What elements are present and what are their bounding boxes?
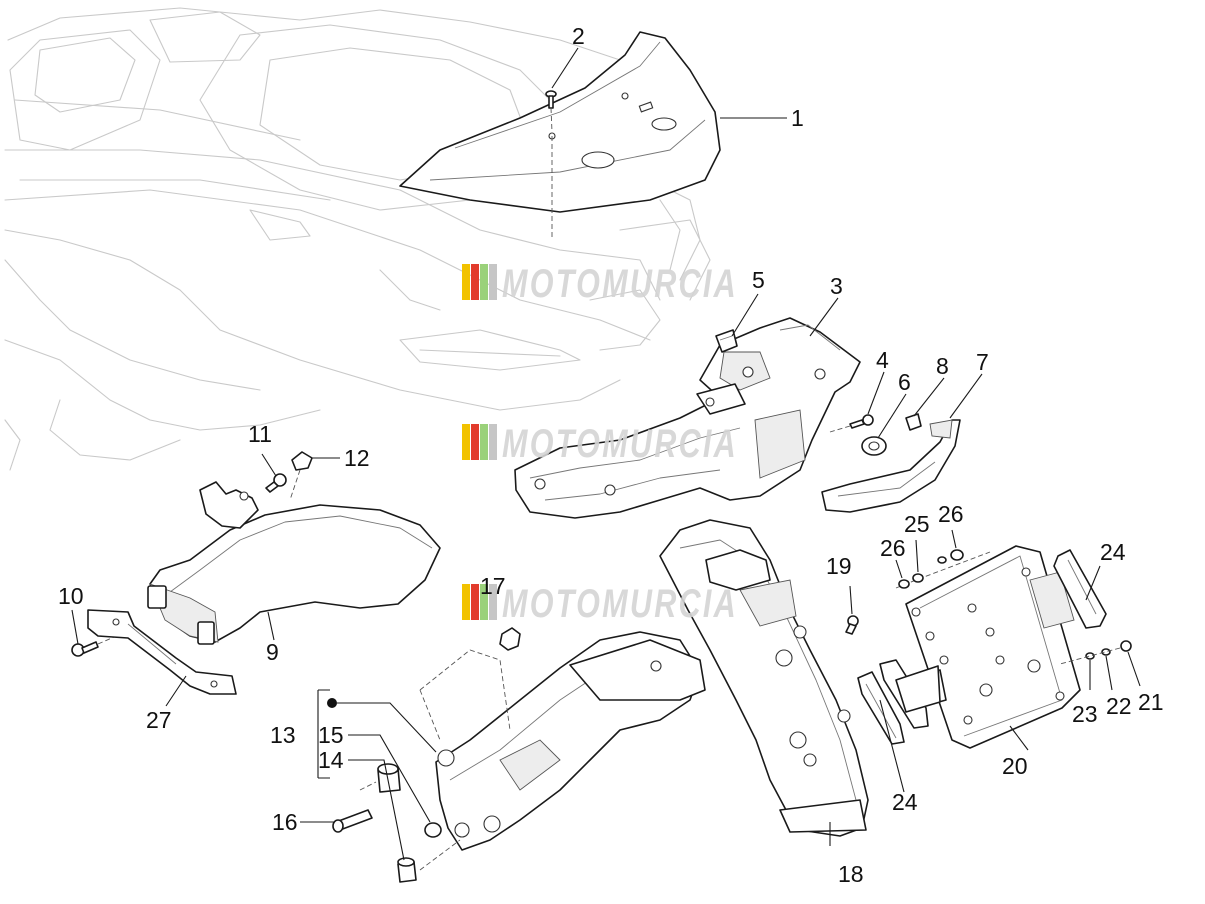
leader-lines <box>71 47 1141 861</box>
svg-text:MOTOMURCIA: MOTOMURCIA <box>502 262 738 306</box>
callout-24-right: 24 <box>1100 539 1126 565</box>
part-11-screw <box>265 473 287 493</box>
callout-2: 2 <box>572 23 585 49</box>
part-16-bolt <box>332 809 373 833</box>
callout-25: 25 <box>904 511 930 537</box>
part-23-washer <box>1059 647 1121 665</box>
callout-17: 17 <box>480 573 506 599</box>
part-9-inner-mudguard <box>147 481 441 645</box>
callout-4: 4 <box>876 347 889 373</box>
part-7-rear-reflector <box>821 419 961 513</box>
callout-6: 6 <box>898 369 911 395</box>
callout-bullet <box>327 698 337 708</box>
callout-23: 23 <box>1072 701 1098 727</box>
part-3-rear-support-bracket <box>514 317 861 519</box>
part-1-rear-tray-cover <box>399 31 721 240</box>
part-20-license-plate-holder <box>895 545 1081 749</box>
callout-20: 20 <box>1002 753 1028 779</box>
callout-19: 19 <box>826 553 852 579</box>
callout-11: 11 <box>248 421 272 447</box>
callout-18: 18 <box>838 861 864 887</box>
part-13-hugger-support <box>419 631 706 851</box>
svg-text:MOTOMURCIA: MOTOMURCIA <box>502 422 738 466</box>
part-24-rubber-pad-left <box>857 659 941 745</box>
callout-26-left: 26 <box>880 535 906 561</box>
callout-8: 8 <box>936 353 949 379</box>
part-12-clip <box>289 451 313 501</box>
part-26-washer-a <box>898 579 910 589</box>
part-17-nut <box>499 627 521 651</box>
svg-text:MOTOMURCIA: MOTOMURCIA <box>502 582 738 626</box>
callout-1: 1 <box>791 105 804 131</box>
callout-14: 14 <box>318 747 344 773</box>
part-2-screw <box>545 90 557 133</box>
part-4-screw <box>829 414 874 433</box>
callout-13: 13 <box>270 722 296 748</box>
part-15-spacer <box>424 822 442 838</box>
callout-15: 15 <box>318 722 344 748</box>
watermark-bottom: MOTOMURCIA <box>462 582 738 626</box>
part-25-nut <box>912 573 924 583</box>
part-21-screw <box>1120 640 1132 652</box>
callout-labels: 1 2 3 4 5 6 7 8 9 10 11 12 13 14 15 16 1… <box>58 23 1164 887</box>
watermark-top: MOTOMURCIA <box>462 262 738 306</box>
part-8-clip <box>905 413 922 431</box>
part-19-screw <box>845 615 859 635</box>
callout-9: 9 <box>266 639 279 665</box>
callout-7: 7 <box>976 349 989 375</box>
part-24-rubber-pad-right <box>1053 549 1107 629</box>
callout-12: 12 <box>344 445 370 471</box>
callout-10: 10 <box>58 583 84 609</box>
callout-27: 27 <box>146 707 172 733</box>
callout-22: 22 <box>1106 693 1132 719</box>
callout-26-right: 26 <box>938 501 964 527</box>
callout-21: 21 <box>1138 689 1164 715</box>
callout-24-left: 24 <box>892 789 918 815</box>
part-18-rear-mudguard <box>659 519 869 837</box>
callout-3: 3 <box>830 273 843 299</box>
part-22-washer <box>1101 648 1111 656</box>
part-6-rubber-grommet <box>861 436 887 456</box>
callout-16: 16 <box>272 809 298 835</box>
part-26-washer-b <box>937 549 964 564</box>
callout-5: 5 <box>752 267 765 293</box>
watermark-middle: MOTOMURCIA <box>462 422 738 466</box>
part-27-mounting-bracket <box>87 609 237 695</box>
part-14-bushing <box>359 763 461 883</box>
